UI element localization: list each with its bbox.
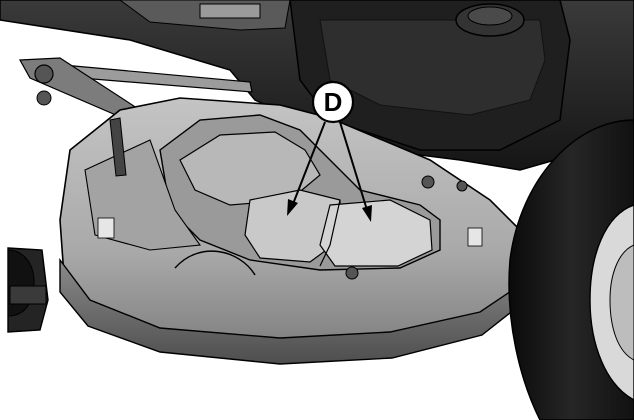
- deck-bolt-right: [421, 175, 435, 189]
- belt-shield-top: [179, 131, 321, 206]
- callout-circle-icon: [311, 80, 355, 124]
- height-lever: [109, 117, 127, 177]
- pivot-bolt-3: [36, 90, 52, 106]
- decal-right: [467, 227, 483, 247]
- arrow-head-icon: [287, 199, 298, 216]
- arrow-head-icon: [362, 205, 372, 222]
- dash-gauge: [199, 3, 261, 19]
- deck-bolt-center: [345, 266, 359, 280]
- pivot-bolt: [34, 64, 54, 84]
- rear-rim-inner: [609, 244, 634, 361]
- fuel-cap-top: [467, 6, 513, 26]
- decal-left: [97, 217, 115, 239]
- left-bracket-plate: [9, 285, 47, 305]
- deck-cable: [174, 250, 256, 276]
- shield-seam: [319, 199, 341, 267]
- arrow-icon: [339, 121, 368, 211]
- deck-bolt-far-right: [456, 180, 468, 192]
- arrow-icon: [292, 121, 326, 205]
- mulch-plug-right: [319, 199, 433, 267]
